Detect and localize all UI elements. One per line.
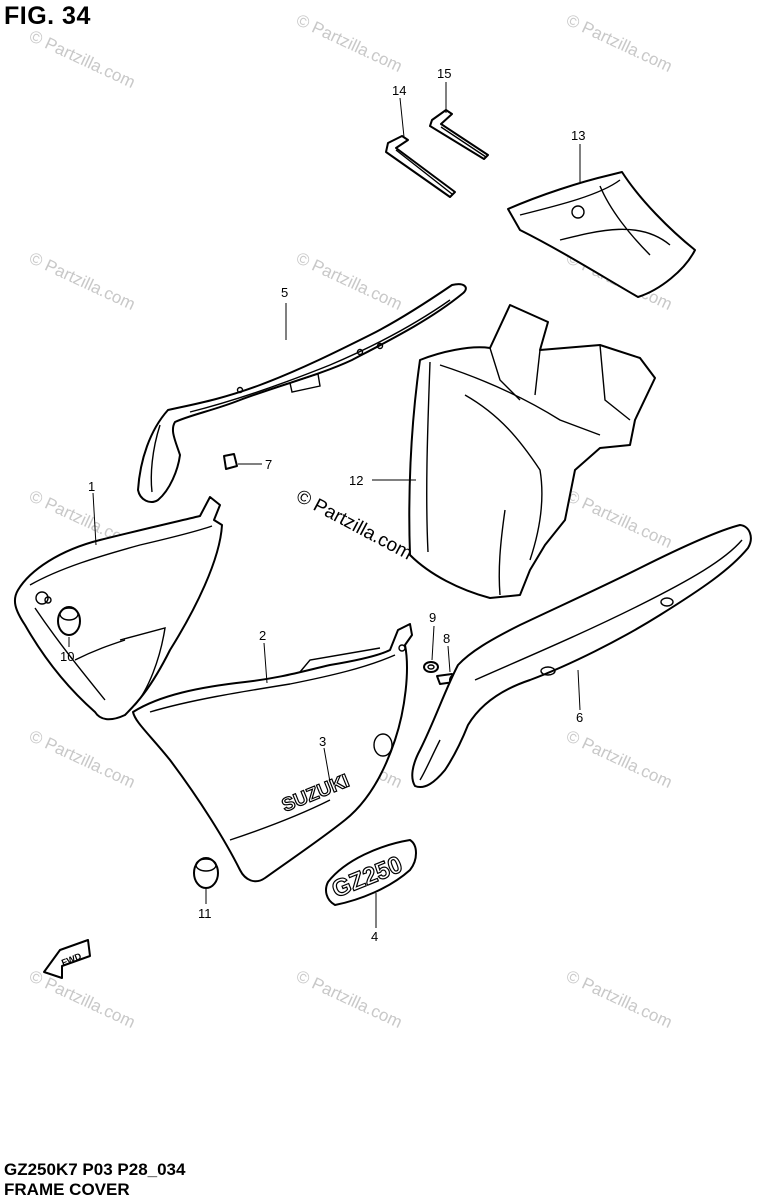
part-12-inner-cover xyxy=(408,304,656,599)
part-2-side-cover-right xyxy=(132,623,413,883)
part-9-collar xyxy=(423,661,439,673)
watermark: © Partzilla.com xyxy=(293,966,405,1032)
callout-7: 7 xyxy=(265,457,272,472)
callout-9: 9 xyxy=(429,610,436,625)
part-14-hex-key xyxy=(385,135,456,198)
watermark: © Partzilla.com xyxy=(563,10,675,76)
part-13-tool-bag xyxy=(507,171,696,298)
callout-4: 4 xyxy=(371,929,378,944)
callout-11: 11 xyxy=(198,906,212,921)
callout-1: 1 xyxy=(88,479,95,494)
part-1-side-cover-left xyxy=(13,496,223,721)
callout-numbers: 1 2 3 4 5 6 7 8 9 10 11 12 13 14 15 xyxy=(60,66,585,944)
watermark: © Partzilla.com xyxy=(563,966,675,1032)
center-watermark: © Partzilla.com xyxy=(293,486,416,565)
part-15-hex-key xyxy=(429,109,489,160)
part-5-frame-cover-upper xyxy=(137,283,467,503)
callout-13: 13 xyxy=(571,128,585,143)
watermark: © Partzilla.com xyxy=(26,966,138,1032)
callout-2: 2 xyxy=(259,628,266,643)
watermark: © Partzilla.com xyxy=(26,26,138,92)
callout-14: 14 xyxy=(392,83,406,98)
watermark: © Partzilla.com xyxy=(563,726,675,792)
diagram-code: GZ250K7 P03 P28_034 xyxy=(4,1160,186,1179)
callout-3: 3 xyxy=(319,734,326,749)
part-10-grommet xyxy=(57,606,81,636)
watermark: © Partzilla.com xyxy=(26,248,138,314)
part-4-gz250-badge: GZ250 xyxy=(325,839,417,906)
callout-6: 6 xyxy=(576,710,583,725)
figure-title: FIG. 34 xyxy=(4,2,91,30)
callout-8: 8 xyxy=(443,631,450,646)
watermark: © Partzilla.com xyxy=(293,248,405,314)
callout-5: 5 xyxy=(281,285,288,300)
diagram-name: FRAME COVER xyxy=(4,1180,130,1199)
watermark: © Partzilla.com xyxy=(293,10,405,76)
leader-lines xyxy=(68,82,581,928)
watermark: © Partzilla.com xyxy=(563,486,675,552)
callout-15: 15 xyxy=(437,66,451,81)
fwd-arrow-icon: FWD xyxy=(43,939,91,979)
watermark: © Partzilla.com xyxy=(26,726,138,792)
part-11-grommet xyxy=(193,857,219,889)
part-6-frame-cover-lower xyxy=(411,524,752,788)
part-7-clip xyxy=(223,453,238,470)
callout-10: 10 xyxy=(60,649,74,664)
callout-12: 12 xyxy=(349,473,363,488)
